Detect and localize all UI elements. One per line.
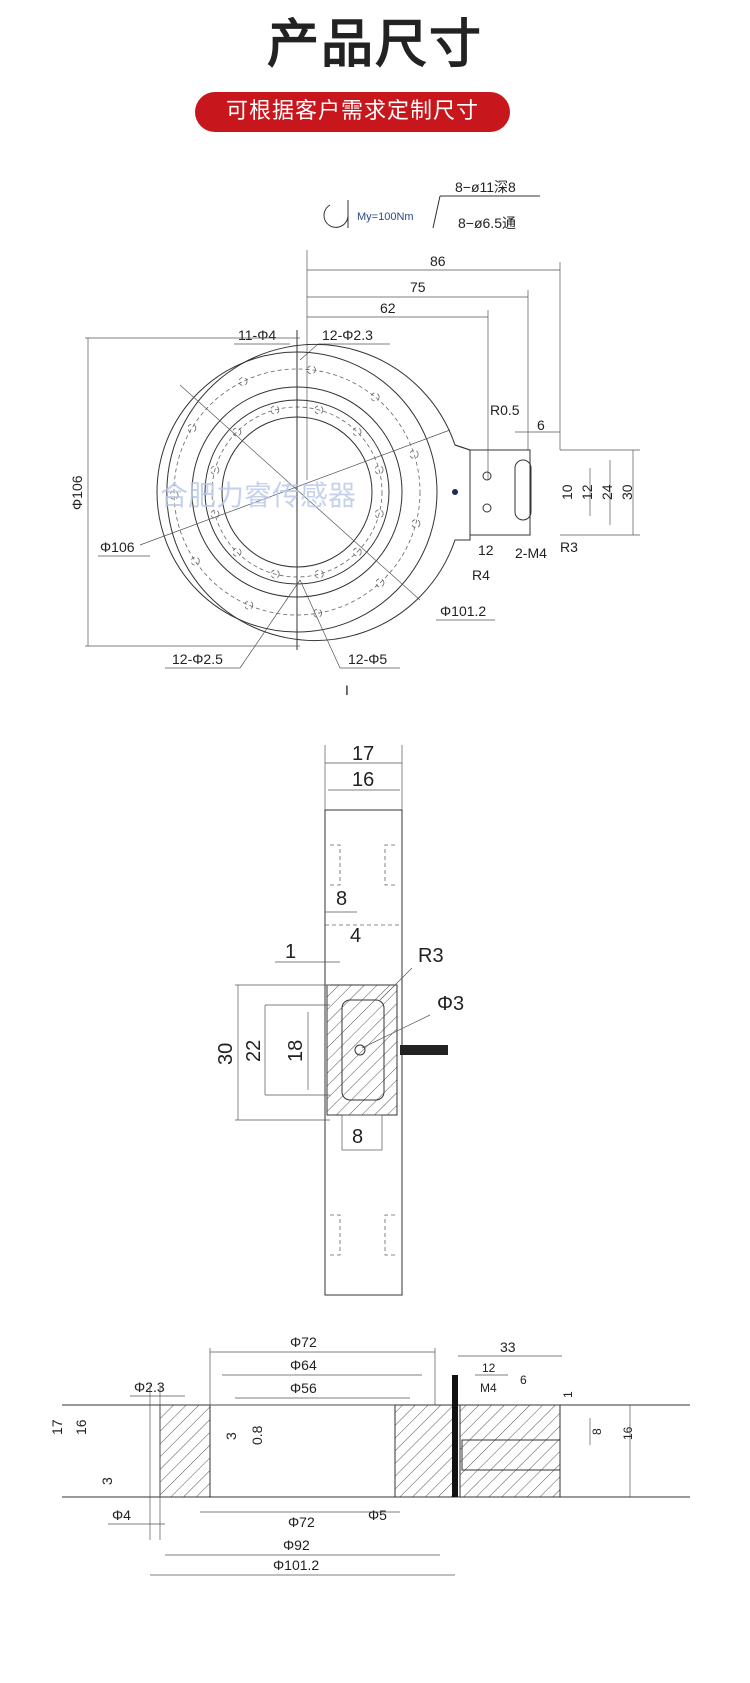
bolt-hole bbox=[270, 569, 280, 579]
dim-d101-2: Φ101.2 bbox=[440, 603, 486, 619]
dim-16-right: 16 bbox=[621, 1426, 635, 1440]
dim-10: 10 bbox=[559, 484, 575, 500]
dim-3-inner: 3 bbox=[223, 1432, 239, 1440]
page-title: 产品尺寸 bbox=[266, 15, 483, 75]
thread-m4: M4 bbox=[480, 1381, 497, 1395]
section-marker: I bbox=[345, 682, 349, 698]
bolt-hole bbox=[232, 547, 242, 557]
dim-1: 1 bbox=[561, 1391, 575, 1398]
dim-d4: Φ4 bbox=[112, 1507, 131, 1523]
dim-r0-5: R0.5 bbox=[490, 402, 520, 418]
bolt-hole bbox=[374, 465, 384, 475]
dim-30: 30 bbox=[619, 484, 635, 500]
dim-6: 6 bbox=[537, 417, 545, 433]
bolt-hole bbox=[210, 465, 220, 475]
dim-1: 1 bbox=[285, 941, 296, 963]
dim-8: 8 bbox=[590, 1428, 604, 1435]
holes-12-d5: 12-Φ5 bbox=[348, 651, 387, 667]
dim-17: 17 bbox=[352, 743, 374, 765]
dim-d72-bottom: Φ72 bbox=[288, 1514, 315, 1530]
dim-d101-2: Φ101.2 bbox=[273, 1557, 319, 1573]
bolt-hole bbox=[409, 449, 419, 459]
dim-30: 30 bbox=[215, 1043, 237, 1065]
dim-12: 12 bbox=[482, 1361, 496, 1375]
dim-r3: R3 bbox=[560, 539, 578, 555]
top-view-drawing: My=100Nm 8−ø11深8 8−ø6.5通 86 75 62 11-Φ4 … bbox=[69, 179, 640, 698]
bolt-hole bbox=[375, 578, 385, 588]
bolt-hole bbox=[238, 377, 248, 386]
dim-d56: Φ56 bbox=[290, 1380, 317, 1396]
dim-d64: Φ64 bbox=[290, 1357, 317, 1373]
bolt-hole bbox=[190, 556, 200, 566]
moment-arrow-icon bbox=[323, 204, 349, 228]
dim-r4: R4 bbox=[472, 567, 490, 583]
dim-75: 75 bbox=[410, 279, 426, 295]
dim-16: 16 bbox=[352, 769, 374, 791]
dim-18: 18 bbox=[285, 1040, 307, 1062]
dim-17: 17 bbox=[49, 1419, 65, 1435]
bolt-hole bbox=[374, 509, 384, 519]
bolt-hole bbox=[306, 365, 316, 375]
bolt-hole bbox=[313, 608, 323, 618]
dim-12-vertical: 12 bbox=[579, 484, 595, 500]
holes-11-d4: 11-Φ4 bbox=[238, 327, 276, 343]
dim-8: 8 bbox=[336, 888, 347, 910]
hole-spec-b: 8−ø6.5通 bbox=[458, 215, 516, 231]
dim-3: 3 bbox=[99, 1477, 115, 1485]
dim-22: 22 bbox=[243, 1040, 265, 1062]
bolt-hole bbox=[370, 392, 380, 402]
dim-16: 16 bbox=[73, 1419, 89, 1435]
customization-banner: 可根据客户需求定制尺寸 bbox=[195, 92, 510, 132]
dim-12: 12 bbox=[478, 542, 494, 558]
dim-0-8: 0.8 bbox=[249, 1425, 265, 1445]
dim-62: 62 bbox=[380, 300, 396, 316]
bolt-hole bbox=[169, 490, 179, 500]
dim-86: 86 bbox=[430, 253, 446, 269]
dim-d106: Φ106 bbox=[100, 539, 135, 555]
side-view-drawing: 17 16 8 4 1 R3 Φ3 30 22 18 8 bbox=[215, 743, 464, 1296]
bolt-hole bbox=[244, 600, 254, 610]
bolt-hole bbox=[352, 427, 362, 437]
dim-24: 24 bbox=[599, 484, 615, 500]
dim-d92: Φ92 bbox=[283, 1537, 310, 1553]
bolt-hole bbox=[270, 405, 280, 415]
holes-12-d2-3: 12-Φ2.3 bbox=[322, 327, 373, 343]
section-view-drawing: Φ72 Φ64 Φ56 Φ2.3 17 16 3 3 0.8 Φ72 Φ5 Φ4… bbox=[49, 1334, 690, 1576]
dim-d5: Φ5 bbox=[368, 1507, 387, 1523]
bolt-hole bbox=[314, 405, 324, 415]
dim-4: 4 bbox=[350, 925, 361, 947]
bolt-hole bbox=[352, 547, 362, 557]
dim-d106-vertical: Φ106 bbox=[69, 475, 85, 510]
bolt-hole bbox=[210, 509, 220, 519]
dim-33: 33 bbox=[500, 1339, 516, 1355]
hole-spec-a: 8−ø11深8 bbox=[455, 179, 516, 195]
dim-6: 6 bbox=[520, 1373, 527, 1387]
dim-d3: Φ3 bbox=[437, 993, 464, 1015]
moment-label: My=100Nm bbox=[357, 211, 414, 223]
dim-d72: Φ72 bbox=[290, 1334, 317, 1350]
bolt-hole bbox=[314, 569, 324, 579]
thread-2-m4: 2-M4 bbox=[515, 545, 547, 561]
dim-8-bottom: 8 bbox=[352, 1126, 363, 1148]
bolt-hole bbox=[411, 519, 421, 529]
dim-d2-3: Φ2.3 bbox=[134, 1379, 165, 1395]
holes-12-d2-5: 12-Φ2.5 bbox=[172, 651, 223, 667]
watermark: 合肥力睿传感器 bbox=[160, 480, 356, 511]
bolt-hole bbox=[187, 423, 197, 433]
dim-r3: R3 bbox=[418, 945, 444, 967]
bolt-hole bbox=[232, 427, 242, 437]
